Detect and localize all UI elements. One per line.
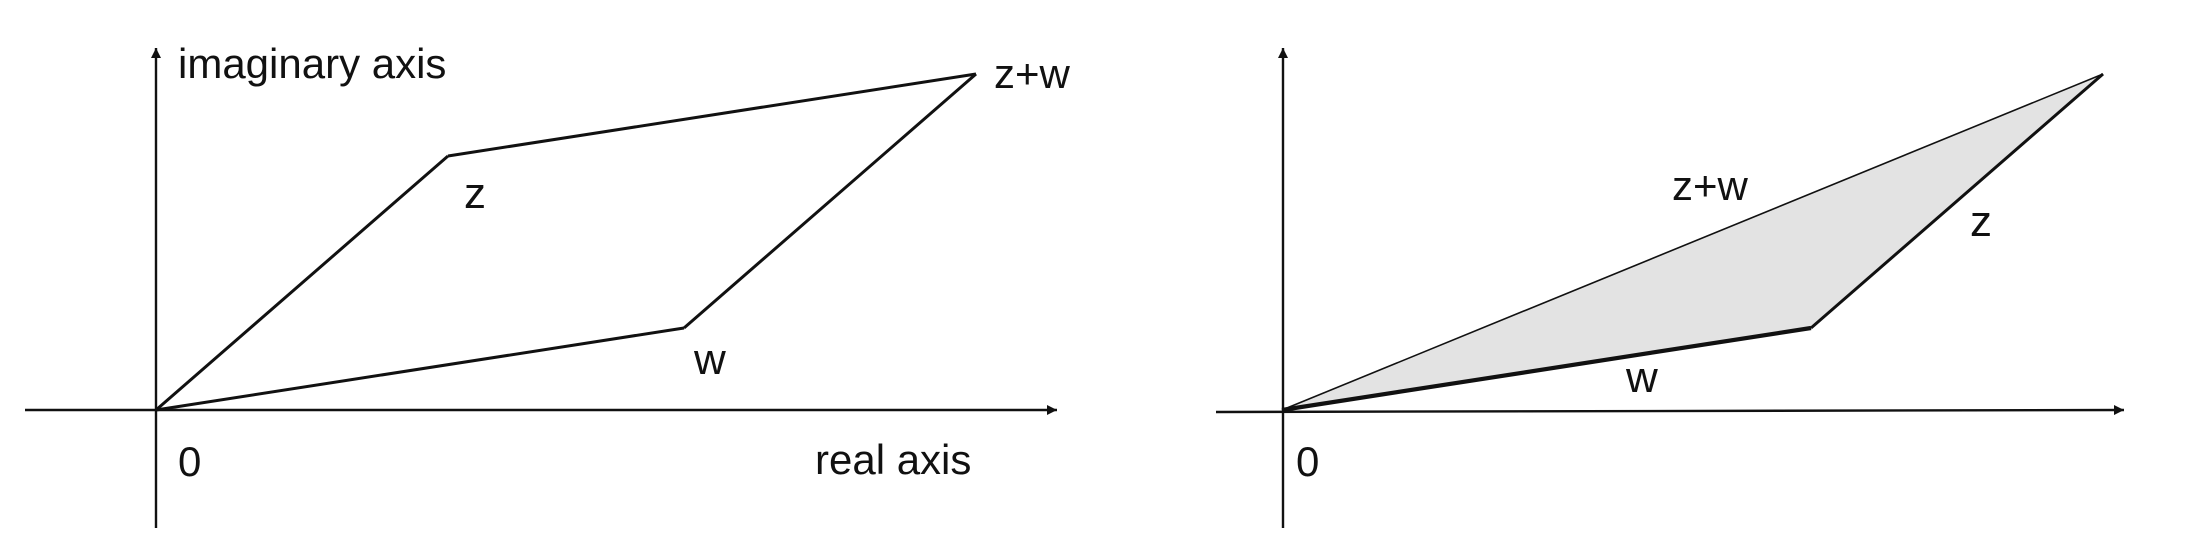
left-z-vector — [155, 154, 449, 412]
left-w-label: w — [693, 335, 726, 384]
right-w-vector — [1281, 325, 1812, 413]
right-real-axis — [1215, 405, 2125, 416]
right-z-label: z — [1970, 197, 1992, 246]
left-w-vector — [155, 326, 685, 412]
right-panel: 0 z+w z w — [1215, 48, 2125, 528]
right-z-vector — [1810, 72, 2104, 330]
left-z-label: z — [464, 169, 486, 218]
left-sum-label: z+w — [994, 50, 1071, 97]
right-w-label: w — [1625, 353, 1658, 402]
left-w-translated-edge — [683, 72, 977, 330]
left-z-translated-edge — [447, 72, 977, 158]
right-sum-vector — [1281, 73, 2104, 411]
left-imaginary-axis-label: imaginary axis — [178, 40, 446, 87]
left-panel: imaginary axis real axis 0 z w z+w — [25, 40, 1071, 528]
left-real-axis-label: real axis — [815, 436, 971, 483]
left-origin-label: 0 — [178, 438, 201, 485]
right-sum-label: z+w — [1672, 162, 1749, 209]
right-origin-label: 0 — [1296, 438, 1319, 485]
